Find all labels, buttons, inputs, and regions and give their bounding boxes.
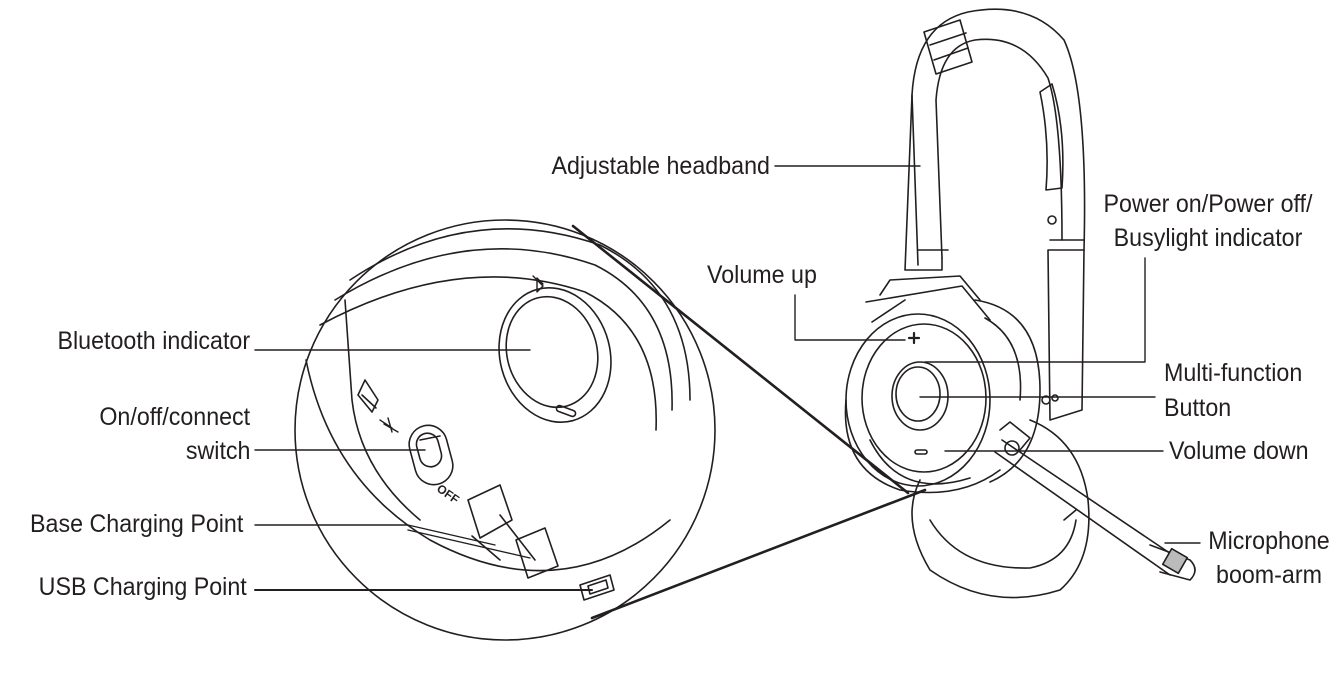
zoom-detail-drawing [294, 219, 927, 641]
bluetooth-indicator-label: Bluetooth indicator [57, 327, 250, 355]
plus-icon [907, 331, 921, 345]
microphone-label-line2: boom-arm [1216, 561, 1322, 589]
multi-function-label-line2: Button [1164, 394, 1232, 422]
leader-lines [254, 165, 1201, 591]
volume-up-label: Volume up [707, 261, 817, 289]
headset-drawing [844, 8, 1196, 599]
usb-port-icon [579, 574, 615, 601]
adjustable-headband-label: Adjustable headband [551, 152, 770, 180]
on-off-switch-drawing [408, 424, 454, 486]
switch-label-line2: switch [185, 437, 250, 465]
bluetooth-icon [532, 275, 544, 293]
minus-icon [914, 449, 928, 455]
microphone-label-line1: Microphone [1208, 527, 1330, 555]
multi-function-label-line1: Multi-function [1164, 359, 1303, 387]
power-label-line1: Power on/Power off/ [1103, 190, 1313, 218]
base-charging-label: Base Charging Point [29, 510, 243, 538]
volume-down-label: Volume down [1169, 437, 1309, 465]
base-charging-drawing [467, 484, 559, 579]
power-label-line2: Busylight indicator [1113, 224, 1303, 252]
usb-charging-label: USB Charging Point [38, 573, 247, 601]
switch-label-line1: On/off/connect [99, 403, 250, 431]
